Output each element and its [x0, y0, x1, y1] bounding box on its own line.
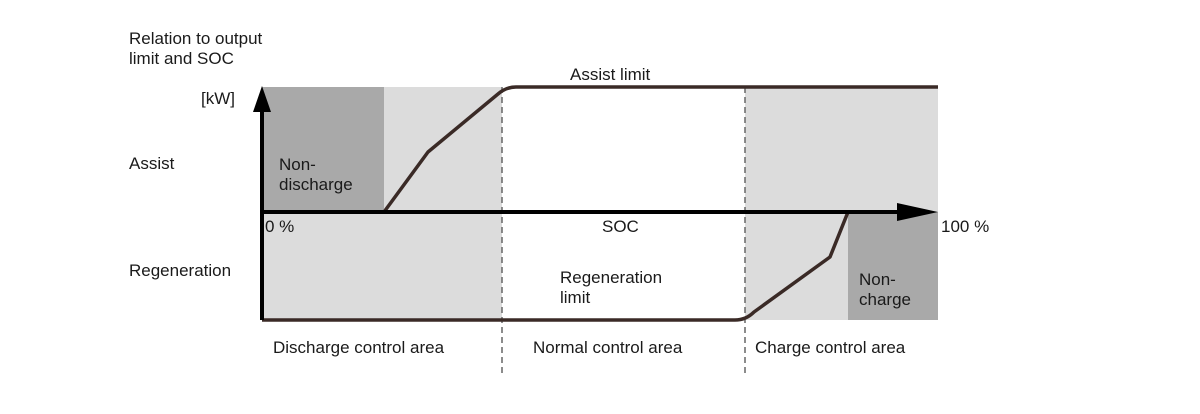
soc-axis-label: SOC	[602, 217, 639, 236]
non-charge-label: Non- charge	[859, 270, 911, 309]
x-axis-arrow	[897, 203, 938, 221]
unit-label: [kW]	[201, 89, 235, 108]
full-soc-label: 100 %	[941, 217, 990, 236]
non-discharge-label: Non- discharge	[279, 155, 353, 194]
zero-soc-label: 0 %	[265, 217, 295, 236]
assist-axis-label: Assist	[129, 154, 175, 173]
regeneration-limit-line	[262, 211, 850, 322]
non-charge-zone	[848, 212, 938, 320]
discharge-control-area-label: Discharge control area	[273, 338, 445, 357]
non-discharge-zone	[262, 87, 384, 212]
charge-control-zone-upper	[745, 87, 938, 212]
normal-control-area-label: Normal control area	[533, 338, 683, 357]
regeneration-limit-label: Regeneration limit	[560, 268, 663, 307]
charge-control-area-label: Charge control area	[755, 338, 906, 357]
discharge-control-zone-lower	[262, 212, 502, 320]
diagram-title: Relation to output limit and SOC	[129, 29, 263, 68]
regeneration-axis-label: Regeneration	[129, 261, 232, 280]
y-axis-arrow	[253, 86, 271, 112]
assist-limit-label: Assist limit	[570, 65, 651, 84]
assist-limit-line	[382, 85, 938, 214]
